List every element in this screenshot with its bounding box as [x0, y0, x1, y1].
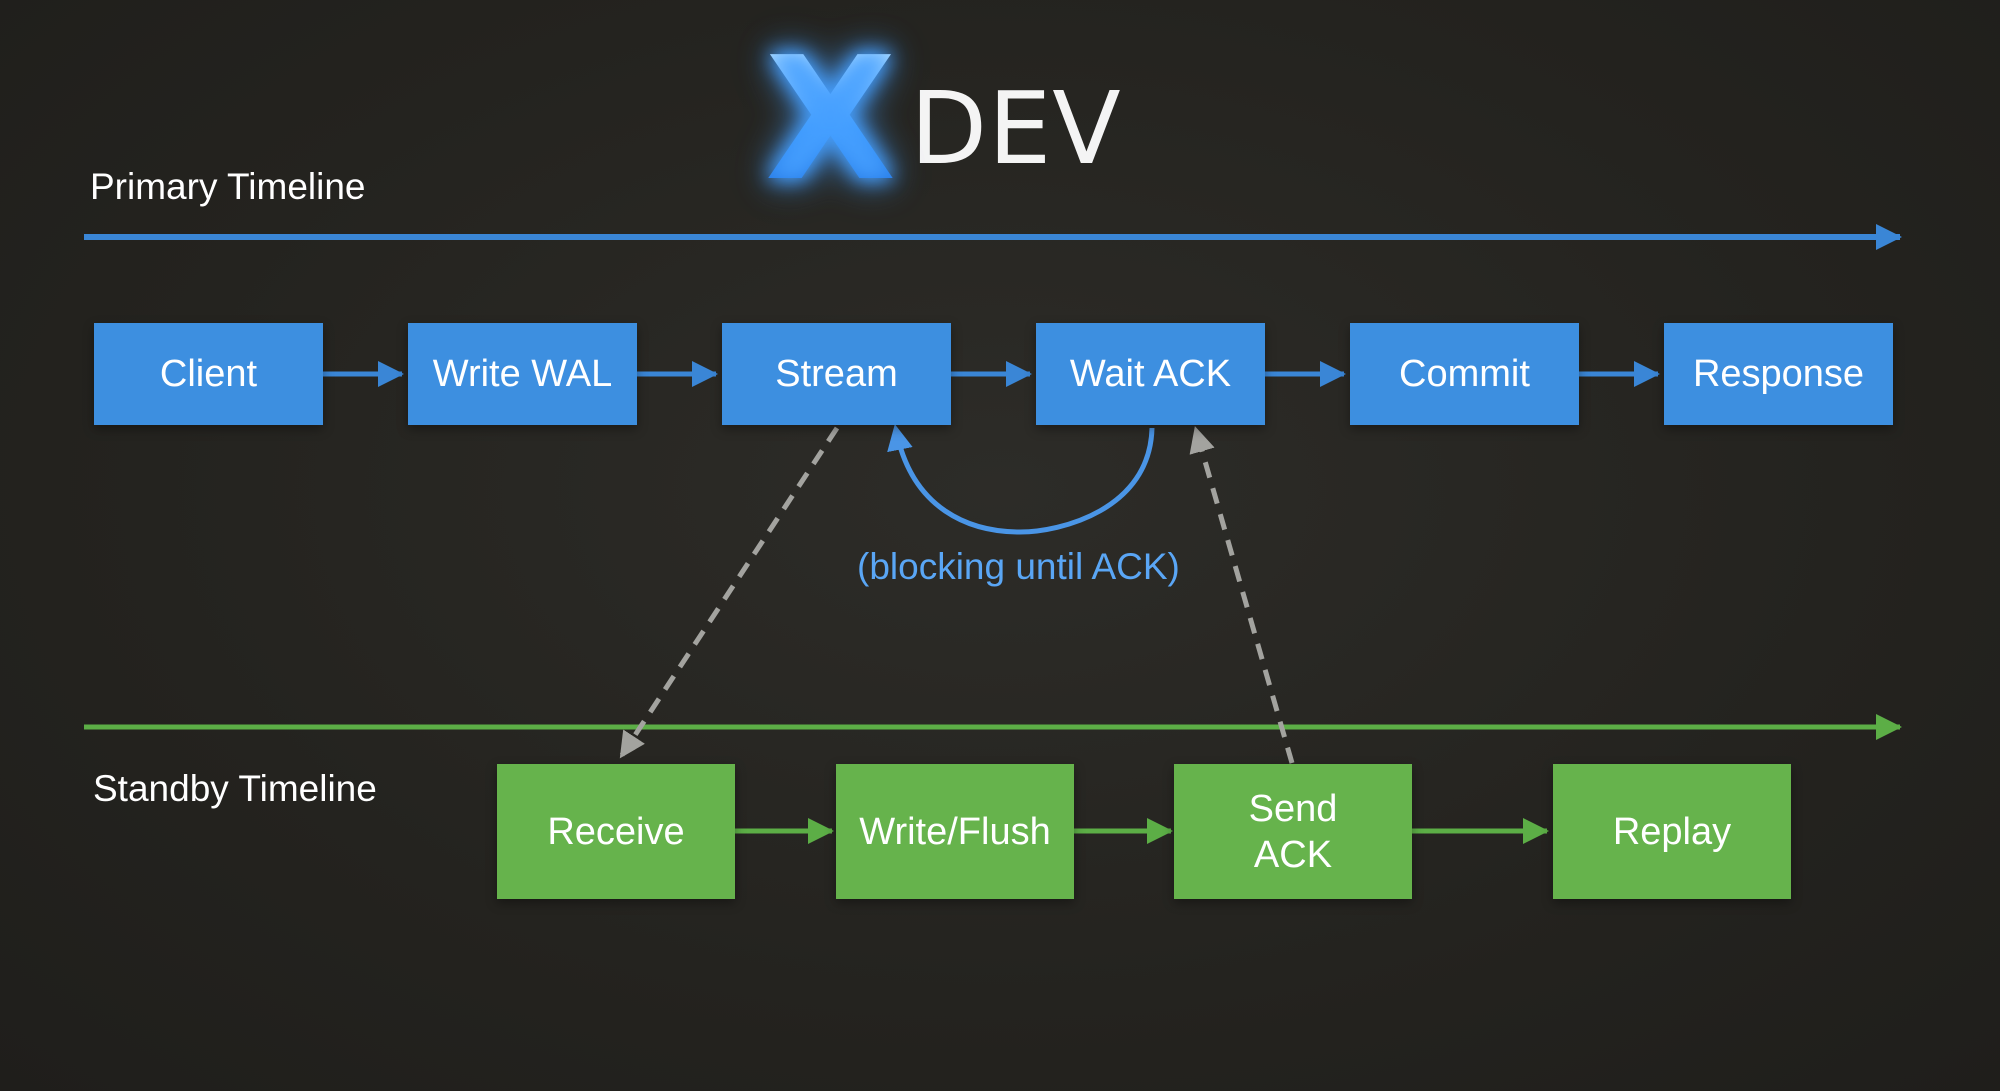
step-receive-label: Receive: [547, 810, 685, 853]
step-wait-ack-label: Wait ACK: [1069, 353, 1232, 395]
step-replay-label: Replay: [1612, 810, 1732, 853]
step-client: Client: [94, 323, 323, 425]
primary-timeline-label: Primary Timeline: [90, 166, 366, 207]
xdev-logo: X DEV: [765, 21, 1122, 219]
step-client-label: Client: [159, 353, 258, 395]
step-commit-label: Commit: [1399, 353, 1530, 395]
step-send-ack-label: Send ACK: [1248, 787, 1338, 876]
step-response: Response: [1664, 323, 1893, 425]
dashed-link-send-ack-to-wait-ack: [1189, 426, 1295, 764]
step-commit: Commit: [1350, 323, 1579, 425]
dashed-link-stream-to-receive: [619, 426, 840, 759]
standby-timeline-label: Standby Timeline: [93, 768, 377, 809]
logo-x-mark: X: [765, 21, 897, 219]
step-send-ack: Send ACK: [1174, 764, 1412, 899]
step-write-flush: Write/Flush: [836, 764, 1074, 899]
blocking-note: (blocking until ACK): [857, 546, 1180, 587]
step-write-wal: Write WAL: [408, 323, 637, 425]
step-stream-label: Stream: [775, 353, 898, 395]
step-write-wal-label: Write WAL: [432, 353, 613, 395]
blocking-arc: [887, 424, 1155, 535]
step-stream: Stream: [722, 323, 951, 425]
logo-dev-text: DEV: [910, 70, 1122, 187]
step-write-flush-label: Write/Flush: [859, 810, 1051, 853]
step-response-label: Response: [1692, 353, 1865, 395]
step-receive: Receive: [497, 764, 735, 899]
step-replay: Replay: [1553, 764, 1791, 899]
step-wait-ack: Wait ACK: [1036, 323, 1265, 425]
